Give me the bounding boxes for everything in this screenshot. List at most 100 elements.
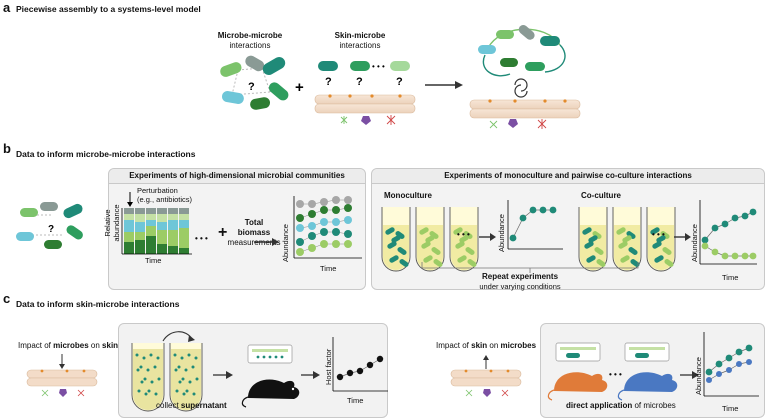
tube-microbe bbox=[596, 259, 606, 267]
mono-coculture-box-title: Experiments of monoculture and pairwise … bbox=[372, 169, 764, 184]
supernatant-particle bbox=[157, 377, 161, 381]
arrow-b3 bbox=[674, 233, 691, 241]
mouse-icon-blue bbox=[624, 372, 678, 392]
stacked-bar-segment bbox=[146, 214, 156, 220]
scatter-point bbox=[308, 200, 316, 208]
systems-model-icon bbox=[469, 24, 581, 129]
panel-b-title: Data to inform microbe-microbe interacti… bbox=[16, 149, 196, 159]
panel-a-letter: a bbox=[3, 0, 11, 15]
tube-microbe bbox=[660, 231, 670, 239]
supernatant-particle bbox=[144, 392, 148, 396]
supernatant-particle bbox=[154, 392, 158, 396]
stacked-bar-segment bbox=[135, 214, 145, 222]
stacked-bar-segment bbox=[157, 222, 167, 230]
chart-point bbox=[356, 367, 364, 375]
time-label-b2: Time bbox=[320, 264, 337, 273]
tube-microbe bbox=[425, 235, 435, 243]
scatter-point bbox=[344, 230, 352, 238]
coculture-chart bbox=[699, 200, 757, 265]
coculture-label: Co-culture bbox=[581, 191, 621, 200]
tube-microbe bbox=[389, 255, 399, 263]
skin-microbe-sub: interactions bbox=[339, 41, 381, 50]
scatter-point bbox=[296, 248, 304, 256]
relative-label: Relative bbox=[103, 209, 112, 237]
scatter-point bbox=[320, 228, 328, 236]
stacked-bar-segment bbox=[135, 240, 145, 254]
tube-microbe bbox=[431, 247, 441, 255]
scatter-point bbox=[332, 240, 340, 248]
scatter-point bbox=[296, 238, 304, 246]
direct-application-label: direct application of microbes bbox=[566, 401, 676, 411]
stacked-bar-segment bbox=[146, 236, 156, 254]
impact2-skin: skin bbox=[471, 341, 488, 350]
tube-microbe bbox=[586, 255, 596, 263]
chart-point bbox=[716, 371, 722, 377]
chart-point bbox=[711, 224, 719, 232]
supernatant-particle bbox=[135, 353, 139, 357]
supernatant-particle bbox=[188, 380, 192, 384]
supernatant-particle bbox=[181, 377, 185, 381]
stacked-bar-segment bbox=[168, 208, 178, 214]
supernatant-particle bbox=[147, 389, 151, 393]
supernatant-particle bbox=[156, 356, 160, 360]
time-label-c2: Time bbox=[722, 404, 739, 413]
chart-point bbox=[549, 206, 557, 214]
ellipsis-c: • • • bbox=[609, 370, 622, 379]
chart-point bbox=[736, 361, 742, 367]
stacked-bar-segment bbox=[179, 228, 189, 248]
direct-post: of microbes bbox=[632, 401, 676, 410]
scatter-point bbox=[320, 218, 328, 226]
stacked-bar-chart bbox=[121, 192, 192, 255]
supernatant-particle bbox=[184, 368, 188, 372]
tube-microbe bbox=[622, 235, 632, 243]
supernatant-graphics bbox=[131, 331, 320, 412]
tube-microbe bbox=[397, 247, 407, 255]
microbe-microbe-label: Microbe-microbe interactions bbox=[195, 31, 305, 51]
stacked-bar-segment bbox=[179, 220, 189, 228]
supernatant-particle bbox=[140, 380, 144, 384]
panel-c-letter: c bbox=[3, 291, 11, 306]
collect-supernatant-label: collect supernatant bbox=[156, 401, 227, 411]
supernatant-particle bbox=[192, 392, 196, 396]
scatter-point bbox=[320, 240, 328, 248]
stacked-bar-segment bbox=[168, 214, 178, 220]
stacked-bar-segment bbox=[135, 232, 145, 240]
monoculture-label: Monoculture bbox=[384, 191, 432, 200]
tube-microbe bbox=[395, 231, 405, 239]
stacked-bar-segment bbox=[124, 214, 134, 220]
panel-a-graphics: ? + ? ? ? • • • bbox=[220, 24, 581, 129]
panel-a-title: Piecewise assembly to a systems-level mo… bbox=[16, 4, 201, 14]
tube-microbe bbox=[626, 231, 636, 239]
ellipsis-b2: • • • bbox=[457, 230, 470, 239]
chart-point bbox=[366, 361, 374, 369]
panel-b-letter: b bbox=[3, 141, 11, 156]
stacked-bar-segment bbox=[179, 208, 189, 214]
tube-microbe bbox=[385, 227, 395, 235]
tube-microbe bbox=[628, 247, 638, 255]
stacked-bar-segment bbox=[157, 230, 167, 244]
ellipsis-b3: • • • bbox=[652, 230, 665, 239]
stacked-bar-segment bbox=[124, 232, 134, 242]
arrow-b2 bbox=[479, 233, 496, 241]
community-icon: ? bbox=[16, 202, 83, 249]
plus-sign-a: + bbox=[295, 79, 304, 96]
abundance-scatter-chart bbox=[293, 196, 362, 259]
stacked-bar-segment bbox=[124, 220, 134, 232]
tube-microbe bbox=[582, 227, 592, 235]
ellipsis-b1: • • • bbox=[195, 234, 208, 243]
repeat-sub: under varying conditions bbox=[479, 282, 561, 291]
skin-icon-c1 bbox=[26, 354, 98, 397]
scatter-point bbox=[296, 224, 304, 232]
scatter-point bbox=[296, 200, 304, 208]
tube-microbe bbox=[387, 241, 397, 249]
tube-microbe bbox=[664, 259, 674, 267]
tube-microbe bbox=[421, 241, 431, 249]
repeat-experiments-label: Repeat experiments under varying conditi… bbox=[440, 272, 600, 292]
chart-point bbox=[706, 377, 712, 383]
time-label-co: Time bbox=[722, 273, 739, 282]
stacked-bar-segment bbox=[146, 220, 156, 226]
tube-microbe bbox=[423, 255, 433, 263]
stacked-bar-segment bbox=[146, 208, 156, 214]
supernatant-particle bbox=[174, 368, 178, 372]
skin-microbe-bold: Skin-microbe bbox=[334, 31, 386, 40]
